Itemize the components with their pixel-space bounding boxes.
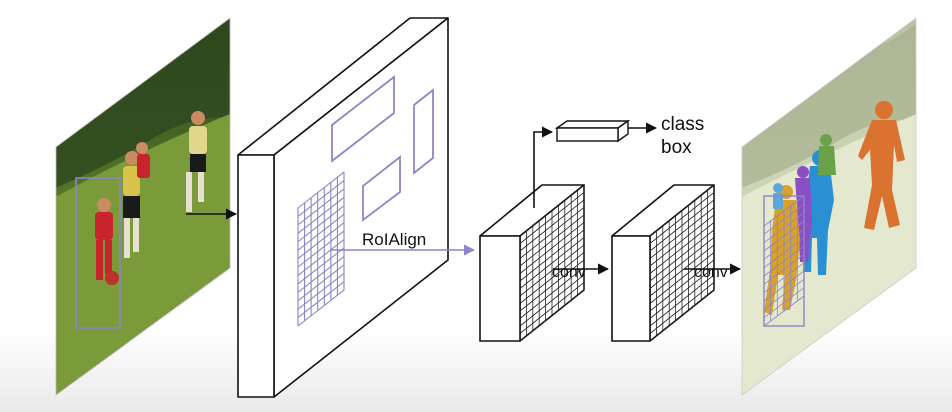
- input-detection-box: [75, 177, 121, 329]
- grid-line: [763, 270, 805, 302]
- backbone-feature-map: [237, 17, 449, 398]
- output-detection-box: [763, 195, 805, 327]
- grid-line: [763, 295, 805, 327]
- grid-line: [763, 237, 805, 268]
- grid-line: [763, 279, 805, 310]
- block-2-grid: [649, 184, 715, 342]
- grid-line: [297, 255, 345, 293]
- grid-line: [649, 252, 715, 304]
- player-red: [95, 198, 119, 285]
- grid-line: [649, 207, 715, 259]
- grid-line: [519, 192, 585, 244]
- grid-line: [649, 214, 715, 267]
- grid-line: [297, 205, 345, 243]
- grid-line: [763, 212, 805, 243]
- grid-line: [519, 229, 585, 282]
- grid-line: [649, 267, 715, 319]
- roi-feature-block-1: [479, 184, 585, 342]
- grid-line: [763, 220, 805, 252]
- grid-line: [649, 184, 715, 237]
- grid-line: [763, 195, 805, 227]
- grid-line: [297, 247, 345, 285]
- conv-label-1: conv: [552, 264, 586, 281]
- mask-lightblue-player: [773, 183, 783, 209]
- grid-line: [297, 213, 345, 251]
- grid-line: [763, 245, 805, 277]
- mask-orange-player: [858, 101, 905, 230]
- roi-boxes: [331, 75, 434, 222]
- grid-line: [763, 204, 805, 235]
- grid-line: [297, 289, 345, 327]
- grid-line: [519, 282, 585, 334]
- grid-line: [649, 289, 715, 342]
- input-image: [56, 18, 230, 395]
- mask-green-player: [818, 134, 836, 175]
- grid-line: [519, 237, 585, 289]
- grid-line: [297, 272, 345, 310]
- grid-line: [649, 192, 715, 244]
- grid-line: [519, 274, 585, 327]
- grid-line: [763, 229, 805, 260]
- grid-line: [649, 229, 715, 282]
- player-yellow: [123, 151, 140, 258]
- grid-line: [649, 199, 715, 252]
- grid-line: [649, 274, 715, 327]
- block-1-grid: [519, 184, 585, 342]
- grid-line: [649, 282, 715, 334]
- head-branch-arrow: [533, 126, 554, 208]
- grid-line: [519, 214, 585, 267]
- player-far-right: [186, 111, 207, 212]
- grid-line: [763, 262, 805, 293]
- grid-line: [519, 222, 585, 274]
- conv-label-2: conv: [694, 264, 728, 281]
- grid-line: [297, 222, 345, 260]
- grid-line: [297, 281, 345, 319]
- grid-line: [519, 207, 585, 259]
- grid-line: [763, 287, 805, 318]
- roi-feature-block-2: [611, 184, 715, 342]
- roialign-label: RoIAlign: [362, 230, 426, 249]
- grid-line: [297, 180, 345, 217]
- grid-line: [519, 267, 585, 319]
- grid-line: [297, 171, 345, 209]
- fc-head-block: [554, 119, 631, 143]
- roi-grid: [297, 171, 345, 327]
- grid-line: [519, 244, 585, 297]
- grid-line: [297, 196, 345, 234]
- grid-line: [649, 222, 715, 274]
- grid-line: [519, 252, 585, 304]
- player-red-2: [136, 142, 150, 178]
- grid-line: [297, 264, 345, 302]
- class-label: class: [661, 114, 704, 135]
- box-label: box: [661, 137, 692, 158]
- output-image: [742, 18, 916, 395]
- grid-line: [763, 254, 805, 285]
- grid-line: [297, 239, 345, 276]
- grid-line: [519, 199, 585, 252]
- grid-line: [297, 188, 345, 226]
- grid-line: [297, 230, 345, 268]
- grid-line: [649, 237, 715, 289]
- grid-line: [519, 184, 585, 237]
- grid-line: [519, 289, 585, 342]
- grid-line: [649, 244, 715, 297]
